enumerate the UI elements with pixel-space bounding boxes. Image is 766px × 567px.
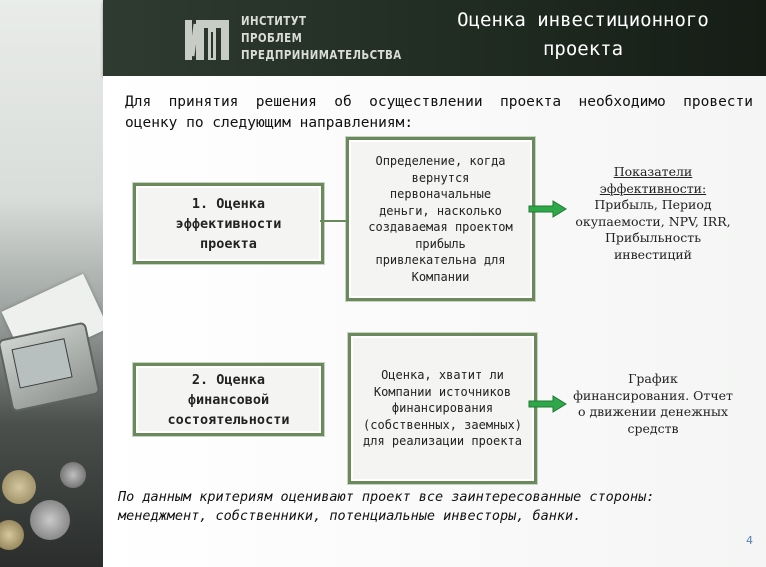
- description-line: для реализации проекта: [363, 434, 522, 449]
- result-text-solvency: График финансирования. Отчет о движении …: [560, 371, 746, 437]
- description-line: вернутся: [411, 170, 470, 185]
- criterion-label-line: эффективности: [175, 215, 282, 232]
- decorative-photo: [0, 0, 120, 567]
- result-text-efficiency: Показатели эффективности: Прибыль, Перио…: [560, 164, 746, 263]
- coin-image: [30, 500, 70, 540]
- coin-image: [60, 462, 86, 488]
- description-line: Оценка, хватит ли: [381, 368, 504, 383]
- green-arrow-icon: [528, 395, 567, 413]
- description-line: привлекательна для: [375, 253, 506, 267]
- description-line: первоначальные: [389, 187, 492, 201]
- criterion-label-line: финансовой: [187, 391, 270, 408]
- description-line: прибыль: [415, 236, 466, 251]
- footer-text: По данным критериям оценивают проект все…: [118, 489, 655, 524]
- ipp-monogram-icon: [185, 20, 229, 60]
- description-line: (собственных, заемных): [363, 417, 522, 432]
- logo-line: ПРЕДПРИНИМАТЕЛЬСТВА: [241, 47, 402, 62]
- title-line: Оценка инвестиционного: [457, 9, 709, 31]
- result-line: финансирования. Отчет: [573, 387, 733, 403]
- title-line: проекта: [542, 38, 624, 60]
- description-line: создаваемая проектом: [368, 220, 513, 234]
- header-bar: ИНСТИТУТ ПРОБЛЕМ ПРЕДПРИНИМАТЕЛЬСТВА Оце…: [103, 0, 766, 76]
- description-line: деньги, насколько: [379, 203, 502, 218]
- result-line: окупаемости, NPV, IRR,: [575, 213, 731, 229]
- description-box-solvency: Оценка, хватит ли Компании источников фи…: [348, 333, 537, 484]
- logo-line: ИНСТИТУТ: [241, 13, 307, 28]
- description-line: Компании: [411, 269, 470, 284]
- result-line: Прибыльность: [604, 230, 702, 245]
- intro-text: Для принятия решения об осуществлении пр…: [125, 94, 753, 131]
- page-number: 4: [746, 534, 753, 547]
- connector-line: [320, 220, 348, 222]
- description-line: Определение, когда: [375, 154, 506, 168]
- result-line: инвестиций: [613, 246, 693, 262]
- result-line: Прибыль, Период: [594, 197, 712, 212]
- result-heading: Показатели: [613, 164, 693, 179]
- criterion-box-solvency: 2. Оценка финансовой состоятельности: [133, 363, 324, 436]
- criterion-label-line: проекта: [200, 235, 257, 252]
- description-line: финансирования: [391, 401, 494, 416]
- description-box-efficiency: Определение, когда вернутся первоначальн…: [346, 137, 535, 301]
- criterion-label-line: 2. Оценка: [191, 371, 266, 388]
- slide-title: Оценка инвестиционного проекта: [403, 6, 763, 64]
- result-heading: эффективности:: [599, 180, 707, 196]
- result-line: о движении денежных: [577, 404, 729, 419]
- coin-image: [2, 470, 36, 504]
- result-line: средств: [627, 420, 679, 436]
- coin-image: [0, 520, 24, 550]
- logo-line: ПРОБЛЕМ: [241, 30, 303, 45]
- criterion-box-efficiency: 1. Оценка эффективности проекта: [133, 183, 324, 264]
- logo-text: ИНСТИТУТ ПРОБЛЕМ ПРЕДПРИНИМАТЕЛЬСТВА: [241, 12, 437, 63]
- criterion-label-line: состоятельности: [167, 411, 290, 428]
- criterion-label-line: 1. Оценка: [191, 195, 266, 212]
- green-arrow-icon: [528, 200, 567, 218]
- description-line: Компании источников: [373, 384, 512, 399]
- result-line: График: [628, 371, 678, 386]
